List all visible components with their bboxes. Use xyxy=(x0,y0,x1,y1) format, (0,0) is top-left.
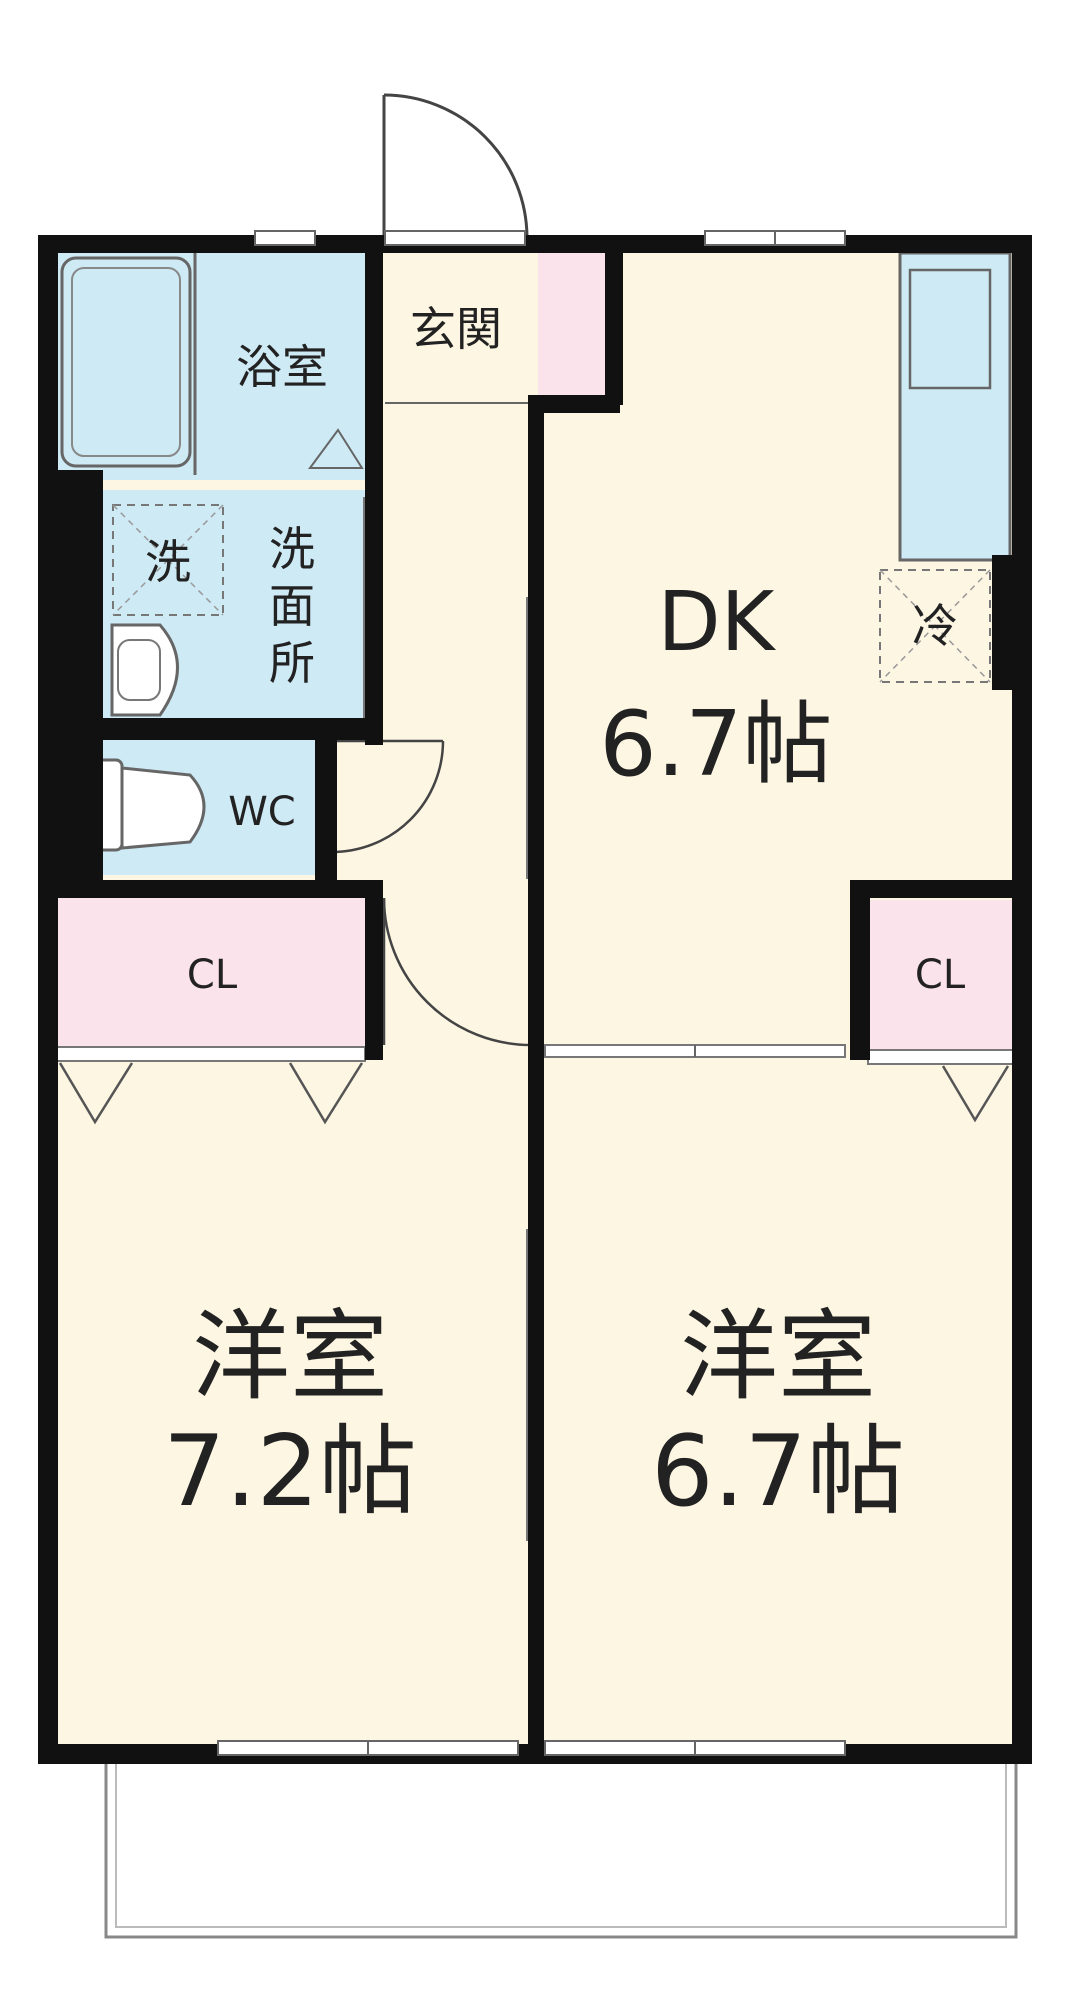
western-left-name: 洋室 xyxy=(192,1300,388,1414)
kitchen-counter xyxy=(898,251,1012,562)
closet-left-door xyxy=(54,1046,366,1062)
bathtub-inner xyxy=(71,267,181,457)
closet-right-fold xyxy=(941,1065,1010,1123)
balcony xyxy=(104,1750,1018,1939)
washing-machine-spot xyxy=(112,504,224,616)
closet-right-floor xyxy=(868,900,1013,1050)
fridge-diag-b xyxy=(879,569,991,683)
entrance-door-swing xyxy=(383,93,529,238)
wash-basin-bowl xyxy=(117,639,161,701)
kitchen-sink xyxy=(908,268,992,390)
fridge-label: 冷 xyxy=(912,599,958,653)
bathtub xyxy=(60,256,192,468)
washroom-label-1: 洗 xyxy=(269,522,315,576)
wc-label: WC xyxy=(228,789,295,835)
closet-left-fold-a xyxy=(58,1062,134,1125)
closet-right-label: CL xyxy=(915,952,966,998)
bath-label: 浴室 xyxy=(236,340,328,394)
window-mullions xyxy=(367,231,776,1755)
entrance-label: 玄関 xyxy=(410,302,502,356)
laundry-label: 洗 xyxy=(145,535,191,589)
closet-right-door xyxy=(867,1049,1014,1065)
bath-window xyxy=(254,230,316,246)
shoe-closet xyxy=(538,250,610,395)
closet-left-label: CL xyxy=(187,952,238,998)
closet-left-floor xyxy=(55,895,365,1047)
dk-size: 6.7帖 xyxy=(599,692,832,797)
washroom-label-2: 面 xyxy=(269,579,315,633)
closet-left-fold-b xyxy=(288,1062,364,1125)
western-right-size: 6.7帖 xyxy=(651,1415,905,1529)
washing-machine-diag-b xyxy=(112,504,224,616)
wash-basin-icon xyxy=(110,623,179,717)
walls xyxy=(38,235,1032,1764)
entrance-opening xyxy=(384,230,526,246)
dk-name: DK xyxy=(658,575,777,670)
room-door-swing xyxy=(382,897,532,1047)
bath-drain-mark xyxy=(308,428,364,469)
toilet-icon xyxy=(120,766,206,850)
western-right-name: 洋室 xyxy=(680,1300,876,1414)
washroom-label-3: 所 xyxy=(269,636,315,690)
western-left-size: 7.2帖 xyxy=(163,1415,417,1529)
wc-door-swing xyxy=(331,740,445,854)
